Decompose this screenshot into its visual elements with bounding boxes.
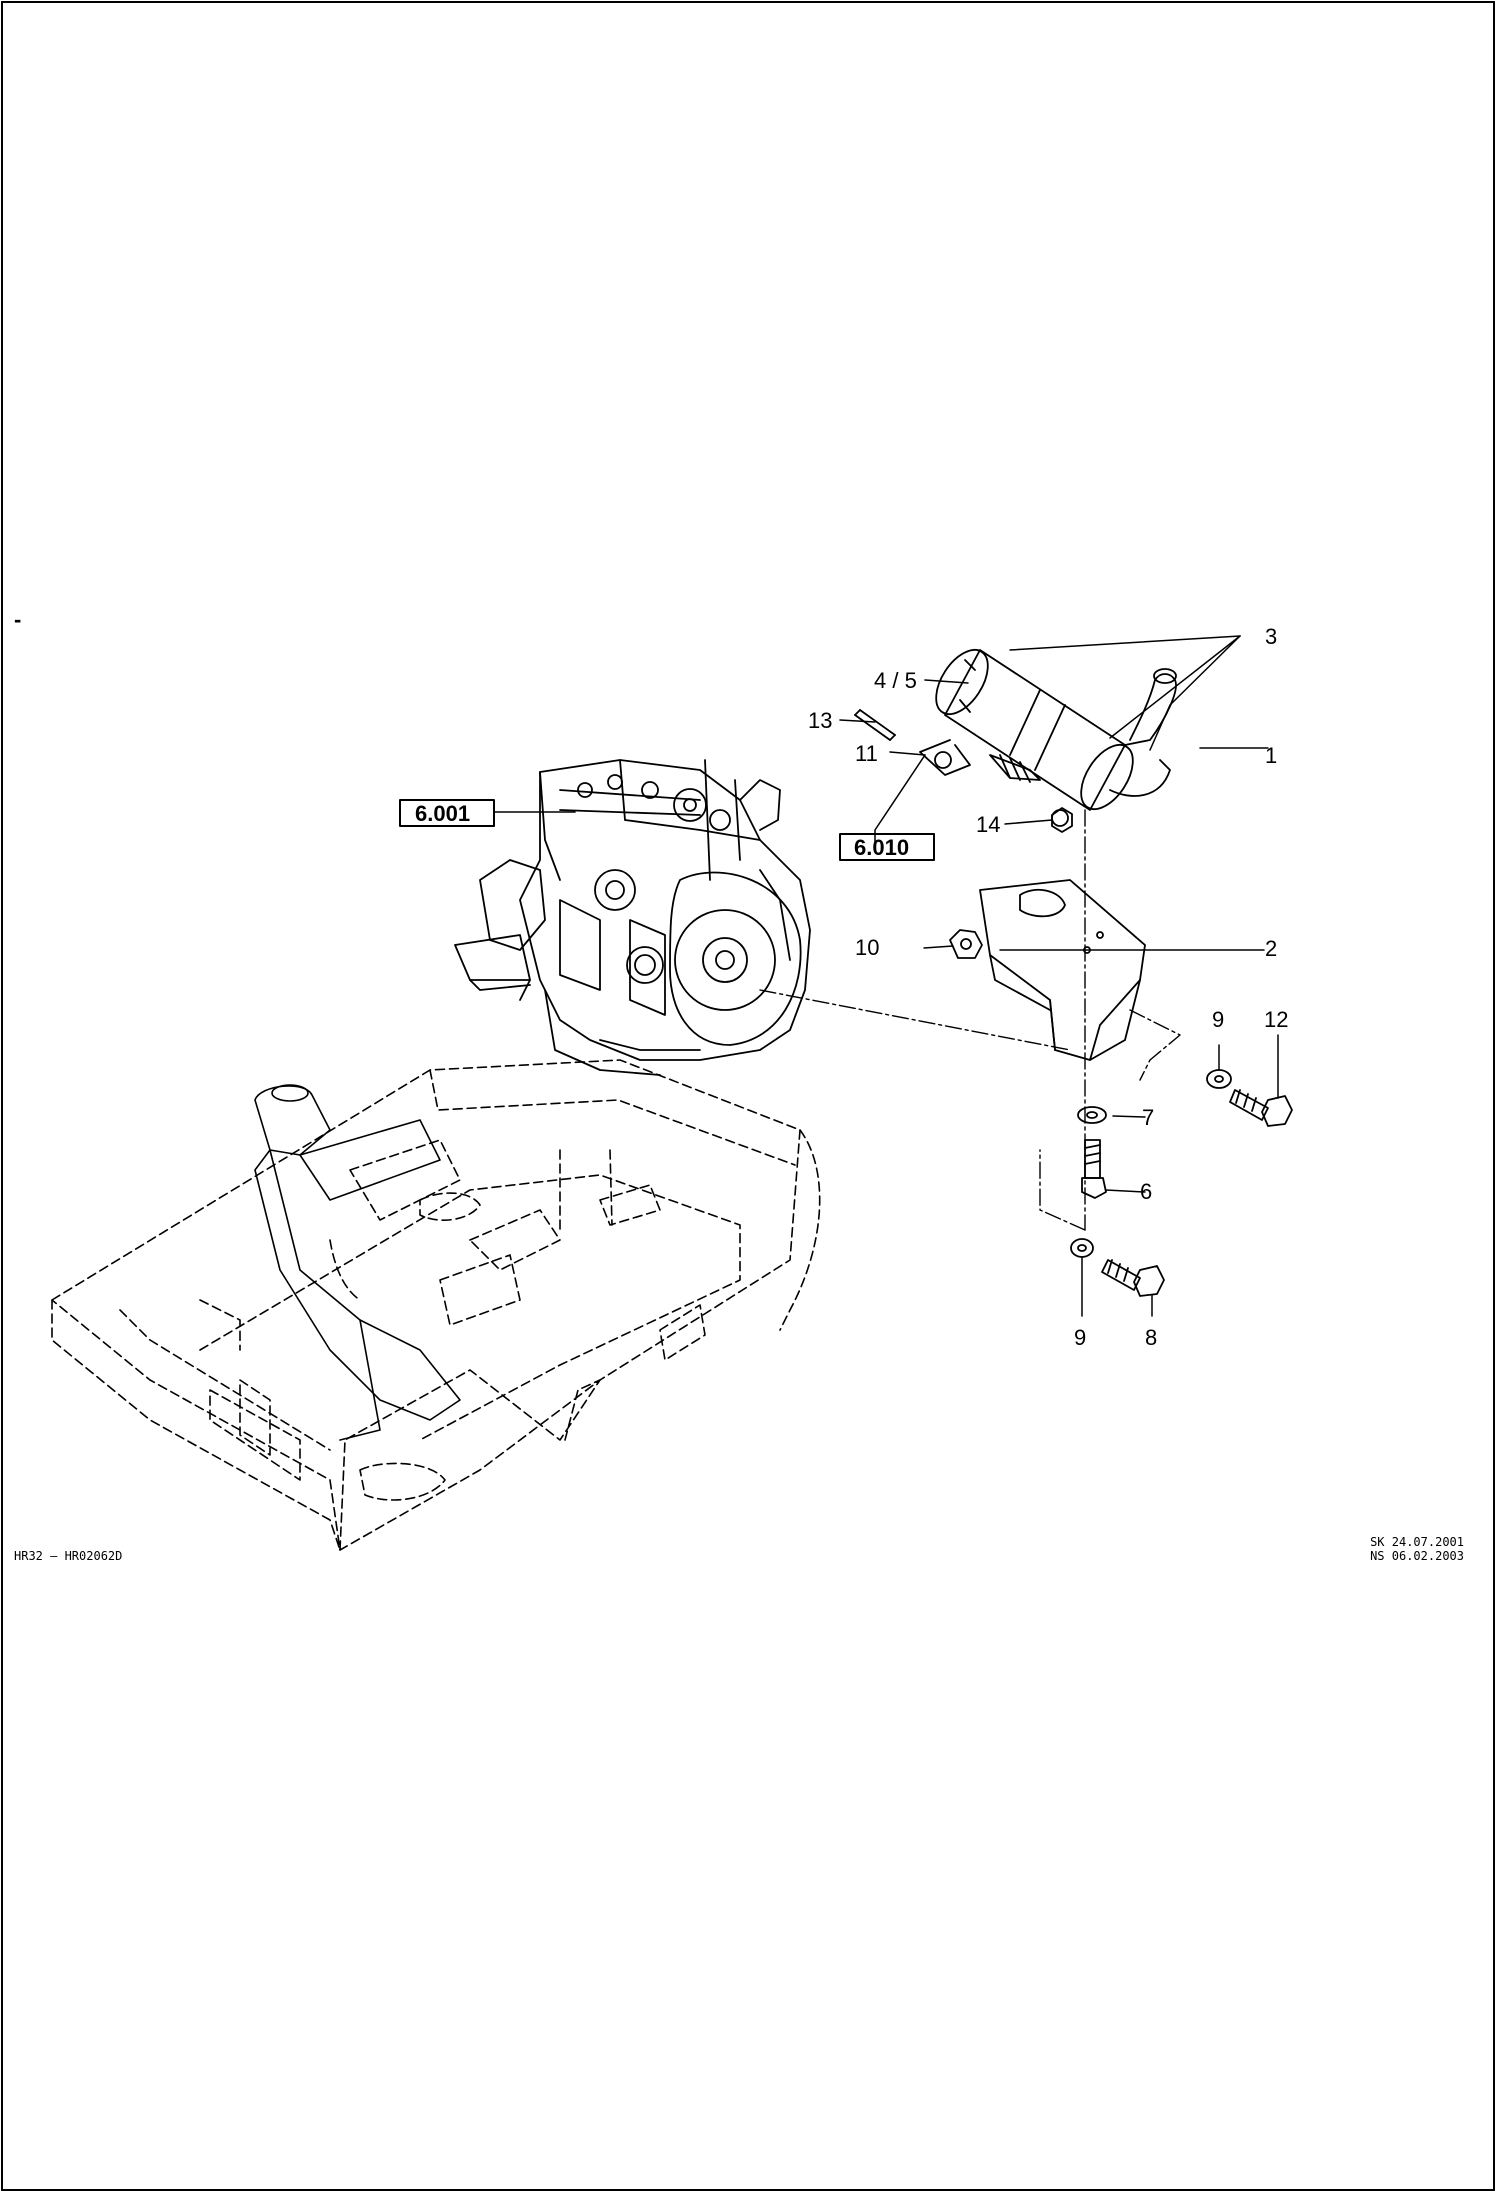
callout-3: 3 [1265,624,1277,649]
frame-outline [51,1059,821,1551]
reference-box-6010 [839,833,935,861]
revision-block: SK 24.07.2001 NS 06.02.2003 [1370,1535,1464,1563]
reference-box-6001 [399,799,495,827]
callout-7: 7 [1142,1105,1154,1130]
callout-9-upper: 9 [1212,1007,1224,1032]
callout-12: 12 [1264,1007,1288,1032]
callout-4-5: 4 / 5 [874,668,917,693]
callout-8: 8 [1145,1325,1157,1350]
reference-6010[interactable]: 6.010 [854,835,909,860]
callout-9-lower: 9 [1074,1325,1086,1350]
revision-2: NS 06.02.2003 [1370,1549,1464,1563]
drawing-number: HR32 – HR02062D [14,1549,123,1563]
revision-1: SK 24.07.2001 [1370,1535,1464,1549]
leader-lines [493,635,1279,1317]
centre-lines [759,809,1181,1231]
callout-6: 6 [1140,1179,1152,1204]
bracket [979,879,1146,1061]
callout-13: 13 [808,708,832,733]
fasteners [949,807,1293,1297]
reference-6001[interactable]: 6.001 [415,801,470,826]
muffler-assembly [854,649,1177,827]
callout-14: 14 [976,812,1000,837]
callout-11: 11 [855,741,878,766]
sheet-mark: - [14,607,22,632]
callout-10: 10 [855,935,879,960]
callout-1: 1 [1265,743,1277,768]
callout-2: 2 [1265,936,1277,961]
frame-main-beam [254,1084,461,1441]
engine-assembly [454,759,811,1076]
